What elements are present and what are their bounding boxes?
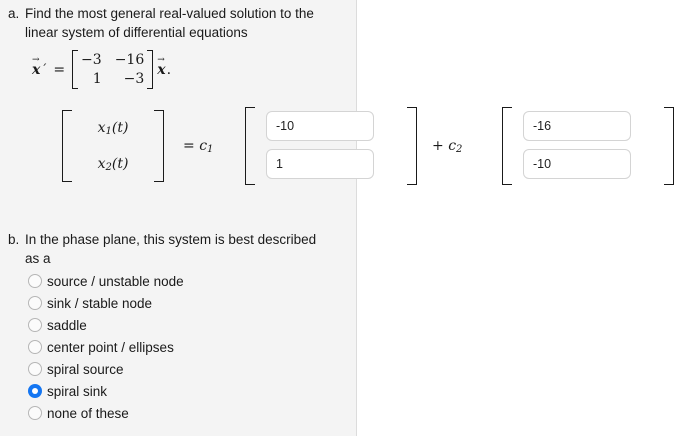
choice-label-0: source / unstable node: [47, 273, 184, 289]
matrix-cell-r2c2: −3: [123, 71, 145, 87]
equation-period: .: [166, 61, 172, 78]
question-a-marker: a.: [8, 6, 20, 21]
eigvec1-left-bracket: [245, 107, 255, 185]
choice-label-6: none of these: [47, 405, 129, 421]
state-vector-entry-2: x2(t): [97, 155, 129, 173]
matrix-cell-r1c1: −3: [81, 52, 102, 68]
vector-arrow-icon: →: [32, 54, 40, 65]
choice-source-unstable-node[interactable]: source / unstable node: [28, 270, 348, 292]
lhs-vector-x: → x: [32, 55, 41, 78]
eigvec2-left-bracket: [502, 107, 512, 185]
question-b-text-line-2: as a: [25, 251, 51, 266]
system-equation: → x ′ = −3 −16 1 −3 → x .: [32, 50, 171, 89]
radio-icon-source-unstable-node[interactable]: [28, 274, 42, 288]
radio-icon-sink-stable-node[interactable]: [28, 296, 42, 310]
eigvec2-row2-input[interactable]: [523, 149, 631, 179]
choice-saddle[interactable]: saddle: [28, 314, 348, 336]
choice-spiral-sink[interactable]: spiral sink: [28, 380, 348, 402]
radio-icon-spiral-source[interactable]: [28, 362, 42, 376]
question-content-panel: [0, 0, 356, 436]
choice-label-3: center point / ellipses: [47, 339, 174, 355]
question-b-line-1: b. In the phase plane, this system is be…: [8, 230, 356, 249]
choice-sink-stable-node[interactable]: sink / stable node: [28, 292, 348, 314]
state-vector-left-bracket: [62, 110, 72, 182]
question-b-line-2: as a: [8, 249, 356, 268]
state-vector-entry-1: x1(t): [97, 119, 129, 137]
eigvec1-right-bracket: [407, 107, 417, 185]
eigvec1-row1-input[interactable]: [266, 111, 374, 141]
choice-label-4: spiral source: [47, 361, 124, 377]
radio-icon-center-point-ellipses[interactable]: [28, 340, 42, 354]
equation-equals-sign: =: [53, 61, 66, 78]
question-a-line-1: a. Find the most general real-valued sol…: [8, 4, 356, 23]
choice-label-2: saddle: [47, 317, 87, 333]
panel-divider: [356, 0, 357, 436]
coefficient-matrix: −3 −16 1 −3: [72, 50, 154, 89]
radio-icon-none-of-these[interactable]: [28, 406, 42, 420]
question-a-text-line-2: linear system of differential equations: [25, 25, 248, 40]
radio-icon-spiral-sink[interactable]: [28, 384, 42, 398]
question-b: b. In the phase plane, this system is be…: [8, 230, 356, 268]
question-a-text-line-1: Find the most general real-valued soluti…: [25, 6, 314, 21]
question-b-marker: b.: [8, 232, 20, 247]
equals-c1: = c1: [183, 138, 214, 155]
state-vector-right-bracket: [154, 110, 164, 182]
rhs-vector-x: → x: [157, 55, 166, 78]
matrix-right-bracket: [147, 50, 154, 89]
plus-c2: + c2: [432, 138, 463, 155]
rhs-vector-symbol: x: [157, 61, 166, 78]
choice-label-1: sink / stable node: [47, 295, 153, 311]
state-vector: x1(t) x2(t): [72, 110, 154, 182]
question-a-line-2: linear system of differential equations: [8, 23, 356, 42]
radio-icon-saddle[interactable]: [28, 318, 42, 332]
matrix-cell-r1c2: −16: [114, 52, 145, 68]
choice-spiral-source[interactable]: spiral source: [28, 358, 348, 380]
eigvec2-row1-input[interactable]: [523, 111, 631, 141]
eigvec1-row2-input[interactable]: [266, 149, 374, 179]
vector-arrow-icon-2: →: [157, 54, 165, 65]
matrix-grid: −3 −16 1 −3: [78, 50, 147, 89]
choice-center-point-ellipses[interactable]: center point / ellipses: [28, 336, 348, 358]
question-a: a. Find the most general real-valued sol…: [8, 4, 356, 42]
matrix-left-bracket: [72, 50, 79, 89]
matrix-cell-r2c1: 1: [92, 71, 102, 87]
eigvec2-right-bracket: [664, 107, 674, 185]
solution-row: x1(t) x2(t) = c1 + c2: [0, 104, 700, 190]
question-b-text-line-1: In the phase plane, this system is best …: [25, 232, 317, 247]
lhs-vector-symbol: x: [32, 61, 41, 78]
derivative-prime: ′: [43, 62, 47, 77]
choice-list: source / unstable node sink / stable nod…: [28, 270, 348, 424]
choice-label-5: spiral sink: [47, 383, 108, 399]
choice-none-of-these[interactable]: none of these: [28, 402, 348, 424]
